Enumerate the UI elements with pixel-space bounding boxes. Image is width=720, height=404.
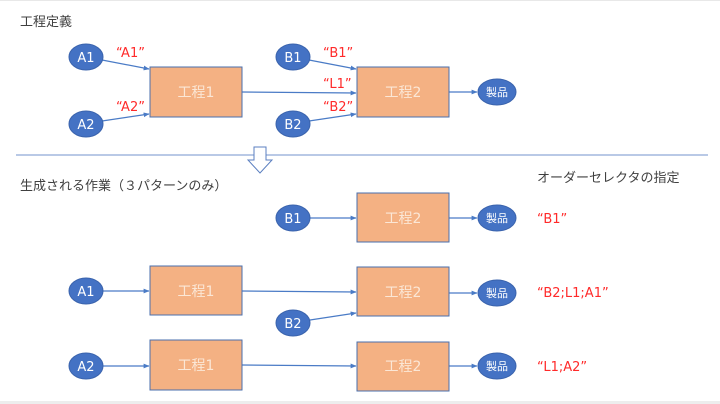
process2-label: 工程2 — [385, 359, 422, 375]
input-node-a1: A1 — [68, 277, 104, 305]
process1-label: 工程1 — [178, 284, 215, 300]
input-node-label: B1 — [284, 212, 301, 227]
process2-label: 工程2 — [385, 85, 422, 101]
input-node-label: A2 — [77, 360, 94, 375]
pattern-2: A1 B2 工程1 工程2 製品 “B2;L1;A1” — [68, 265, 609, 337]
process1-box: 工程1 — [149, 339, 243, 391]
generated-title: 生成される作業（３パターンのみ） — [20, 178, 227, 194]
input-node-label: B1 — [284, 51, 301, 66]
edge-b2-process2 — [308, 112, 357, 122]
input-node-a2: A2 — [68, 352, 104, 380]
input-node-label: B2 — [284, 317, 301, 332]
edge-process1-process2 — [241, 289, 357, 295]
edge-process1-process2 — [241, 363, 357, 369]
order-selector-value: “L1;A2” — [537, 360, 587, 375]
input-node-label: A2 — [77, 118, 94, 133]
input-node-label: B2 — [284, 118, 301, 133]
edge-a1-process1 — [101, 59, 150, 71]
process2-label: 工程2 — [385, 211, 422, 227]
product-node: 製品 — [477, 279, 517, 307]
edge-label-a2: “A2” — [116, 100, 145, 115]
bottom-border — [0, 401, 720, 404]
definition-edges — [101, 59, 478, 122]
edge-label-a1: “A1” — [116, 46, 145, 61]
input-node-b2: B2 — [275, 309, 311, 337]
process1-box: 工程1 — [149, 265, 243, 316]
input-node-a2: A2 — [68, 110, 104, 138]
top-border — [0, 0, 720, 1]
process1-label: 工程1 — [178, 358, 215, 374]
process2-box: 工程2 — [356, 66, 450, 118]
product-label: 製品 — [486, 211, 508, 225]
process2-box: 工程2 — [356, 341, 450, 392]
order-selector-value: “B2;L1;A1” — [537, 286, 609, 301]
process1-label: 工程1 — [178, 85, 215, 101]
input-node-b1: B1 — [275, 43, 311, 71]
input-node-label: A1 — [77, 51, 94, 66]
edge-b2-process2 — [309, 311, 357, 321]
edge-b1-process2 — [308, 59, 357, 71]
product-node: 製品 — [477, 204, 517, 232]
product-label: 製品 — [486, 286, 508, 300]
product-label: 製品 — [486, 359, 508, 373]
input-node-b2: B2 — [275, 110, 311, 138]
edge-label-b2: “B2” — [323, 100, 353, 115]
down-arrow-icon — [246, 146, 274, 174]
order-selector-title: オーダーセレクタの指定 — [537, 171, 679, 186]
edge-label-b1: “B1” — [323, 46, 353, 61]
edge-label-l1: “L1” — [323, 77, 352, 92]
pattern-1: B1 工程2 製品 “B1” — [275, 192, 567, 243]
product-label: 製品 — [486, 85, 508, 99]
process1-box: 工程1 — [149, 66, 243, 118]
edge-l1-process1-process2 — [241, 90, 357, 96]
input-node-label: A1 — [77, 285, 94, 300]
definition-title: 工程定義 — [20, 14, 72, 30]
product-node: 製品 — [477, 352, 517, 380]
pattern-3: A2 工程1 工程2 製品 “L1;A2” — [68, 339, 587, 392]
process2-box: 工程2 — [356, 192, 450, 243]
input-node-b1: B1 — [275, 204, 311, 232]
edge-a2-process1 — [101, 112, 150, 122]
order-selector-value: “B1” — [537, 212, 567, 227]
product-node: 製品 — [477, 78, 517, 106]
process2-box: 工程2 — [356, 266, 450, 317]
process2-label: 工程2 — [385, 285, 422, 301]
input-node-a1: A1 — [68, 43, 104, 71]
